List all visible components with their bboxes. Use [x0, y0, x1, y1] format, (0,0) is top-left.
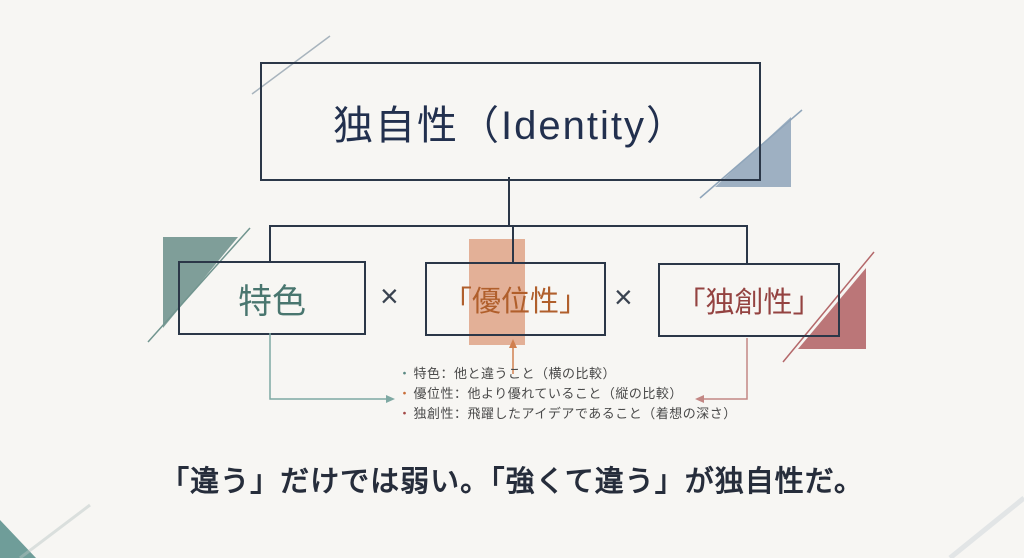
legend-item-feature: ・ 特色：他と違うこと（横の比較）: [398, 364, 737, 384]
legend-text-originality: 独創性：飛躍したアイデアであること（着想の深さ）: [413, 406, 737, 421]
connector-drop-superiority: [512, 226, 514, 263]
factor-box-feature: 特色: [178, 261, 366, 335]
multiply-sign: ×: [380, 278, 399, 314]
factor-box-superiority: 「優位性」: [425, 262, 606, 336]
diagonal-line-bottom-left: [19, 503, 91, 558]
factor-label-superiority: 「優位性」: [442, 286, 588, 318]
legend-item-superiority: ・ 優位性：他より優れていること（縦の比較）: [398, 384, 737, 404]
legend-text-superiority: 優位性：他より優れていること（縦の比較）: [413, 386, 683, 401]
identity-title-label: 独自性（Identity）: [333, 103, 688, 148]
orange-highlight: [469, 239, 525, 345]
feature-arrow: [269, 333, 386, 400]
footer-statement: 「違う」だけでは弱い。「強くて違う」が独自性だ。: [160, 466, 864, 498]
feature-arrowhead: [386, 395, 395, 403]
corner-triangle-bottom-left: [0, 520, 36, 558]
legend-bullet-feature: ・: [398, 366, 412, 381]
multiply-sign: ×: [614, 279, 633, 315]
diagonal-line-bottom-right: [948, 496, 1024, 558]
connector-root-drop: [508, 177, 510, 227]
connector-drop-feature: [269, 226, 271, 262]
legend-list: ・ 特色：他と違うこと（横の比較） ・ 優位性：他より優れていること（縦の比較）…: [398, 364, 737, 424]
factor-label-originality: 「独創性」: [676, 287, 822, 319]
factor-box-originality: 「独創性」: [658, 263, 840, 337]
identity-title-box: 独自性（Identity）: [260, 62, 761, 181]
legend-item-originality: ・ 独創性：飛躍したアイデアであること（着想の深さ）: [398, 404, 737, 424]
factor-label-feature: 特色: [238, 282, 306, 321]
legend-text-feature: 特色：他と違うこと（横の比較）: [413, 366, 617, 381]
legend-bullet-originality: ・: [398, 406, 412, 421]
legend-bullet-superiority: ・: [398, 386, 412, 401]
connector-horizontal: [269, 225, 748, 227]
connector-drop-originality: [746, 226, 748, 264]
